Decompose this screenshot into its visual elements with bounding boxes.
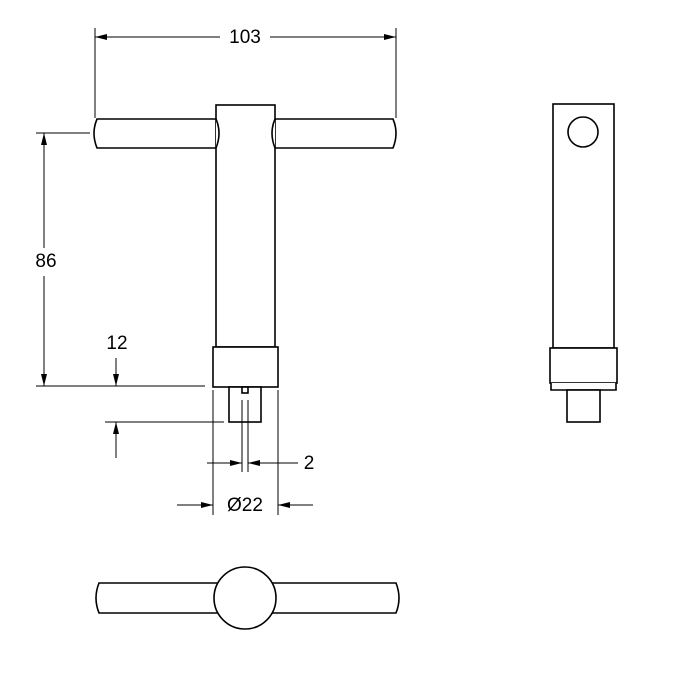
dimension-width: 103 [94,27,397,118]
top-stem-circle [213,566,277,630]
dimension-label-width: 103 [229,27,261,48]
side-pin [566,389,601,423]
front-view [93,104,397,423]
side-collar-base [550,383,617,391]
dimension-label-diameter: Ø22 [227,495,263,516]
dimension-label-pin-length: 12 [106,333,127,354]
slot [241,386,249,394]
dimension-slot: 2 [207,400,314,474]
dimension-diameter: Ø22 [177,390,313,516]
side-hole [567,116,599,148]
top-view [95,566,400,630]
stem-neck [215,118,276,149]
dimension-label-height: 86 [35,251,56,272]
side-collar [549,347,618,384]
dimension-pin-length: 12 [105,333,224,458]
dimension-label-slot: 2 [304,453,315,474]
dimension-height: 86 [35,132,205,387]
collar [212,346,279,388]
stem [215,104,276,348]
side-view [549,103,618,423]
